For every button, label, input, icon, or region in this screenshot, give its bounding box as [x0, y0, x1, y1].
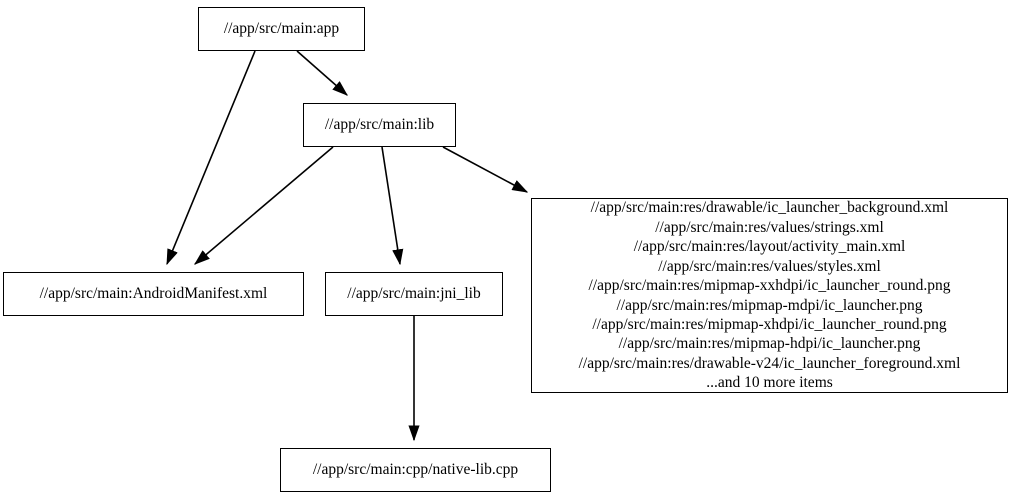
edge-app-to-lib [296, 50, 348, 96]
node-lib-label: //app/src/main:lib [324, 116, 435, 134]
edge-app-to-android-manifest [166, 50, 256, 266]
node-app[interactable]: //app/src/main:app [198, 7, 365, 51]
edge-lib-to-android-manifest [194, 146, 334, 265]
node-android-manifest[interactable]: //app/src/main:AndroidManifest.xml [3, 272, 304, 316]
edge-lib-to-res-group [442, 146, 529, 193]
edge-lib-to-jni-lib [381, 146, 404, 266]
node-jni-lib-label: //app/src/main:jni_lib [347, 285, 481, 303]
node-lib[interactable]: //app/src/main:lib [303, 103, 456, 147]
node-native-lib-cpp[interactable]: //app/src/main:cpp/native-lib.cpp [280, 448, 551, 492]
node-jni-lib[interactable]: //app/src/main:jni_lib [325, 272, 503, 316]
node-res-group[interactable]: //app/src/main:res/drawable/ic_launcher_… [531, 198, 1008, 393]
node-res-group-label: //app/src/main:res/drawable/ic_launcher_… [578, 199, 961, 392]
node-android-manifest-label: //app/src/main:AndroidManifest.xml [39, 285, 268, 303]
node-app-label: //app/src/main:app [223, 20, 340, 38]
node-native-lib-cpp-label: //app/src/main:cpp/native-lib.cpp [312, 461, 519, 479]
